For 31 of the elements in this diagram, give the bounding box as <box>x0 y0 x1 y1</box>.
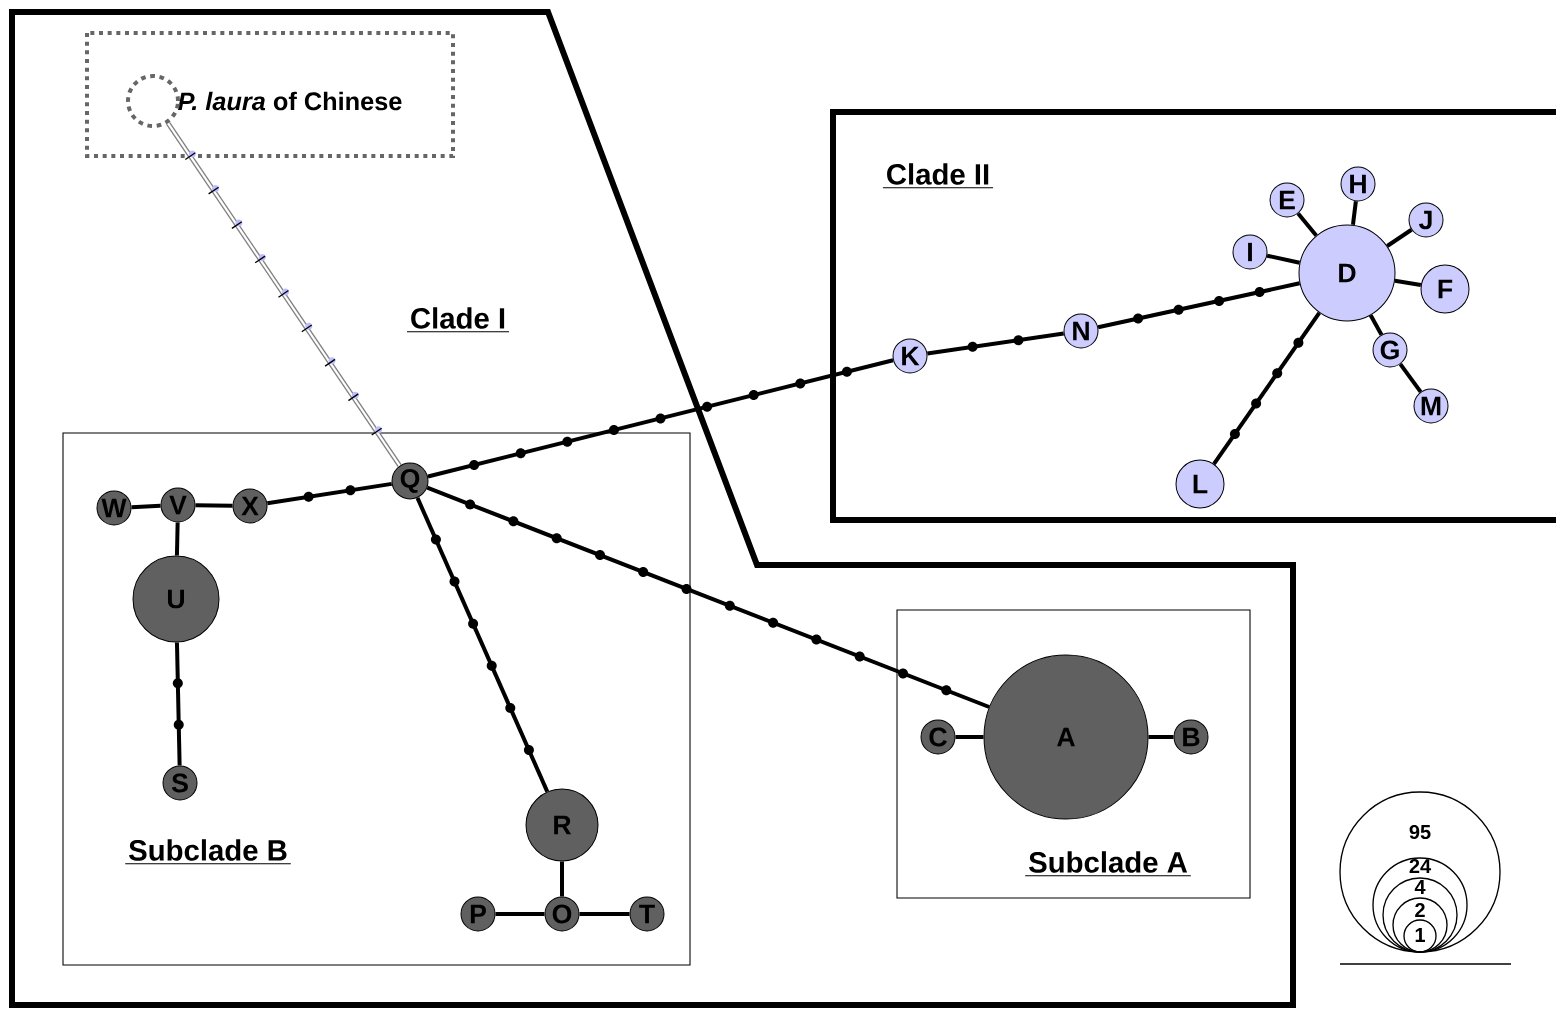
scale-number: 1 <box>1415 928 1425 942</box>
network-line <box>174 522 180 556</box>
network-line <box>1398 362 1423 394</box>
network-line <box>1368 314 1384 336</box>
network-line <box>495 912 545 916</box>
network-line <box>560 861 564 897</box>
scale-number: 24 <box>1409 859 1432 873</box>
network-line <box>195 503 233 508</box>
network-line <box>955 735 984 739</box>
network-line <box>927 331 1064 356</box>
network-line <box>1148 735 1174 739</box>
network-line <box>1386 228 1413 248</box>
outgroup-box: P. laura of Chinese <box>85 31 455 158</box>
network-line <box>427 358 894 479</box>
network-line <box>415 497 550 793</box>
network-line <box>1097 281 1301 330</box>
network-line <box>1296 212 1318 237</box>
scale-number: 2 <box>1415 903 1425 917</box>
network-line <box>426 485 990 709</box>
network-line <box>267 481 393 506</box>
network-line <box>1394 278 1422 288</box>
scale-number: 4 <box>1414 880 1426 894</box>
network-line <box>174 642 182 766</box>
outgroup-circle <box>126 74 180 128</box>
network-line <box>579 912 630 916</box>
network-line <box>131 503 161 510</box>
network-line <box>1350 201 1358 226</box>
network-line <box>166 122 402 467</box>
scale-number: 95 <box>1409 824 1431 840</box>
network-line <box>1266 253 1301 265</box>
network-line <box>1212 311 1321 466</box>
